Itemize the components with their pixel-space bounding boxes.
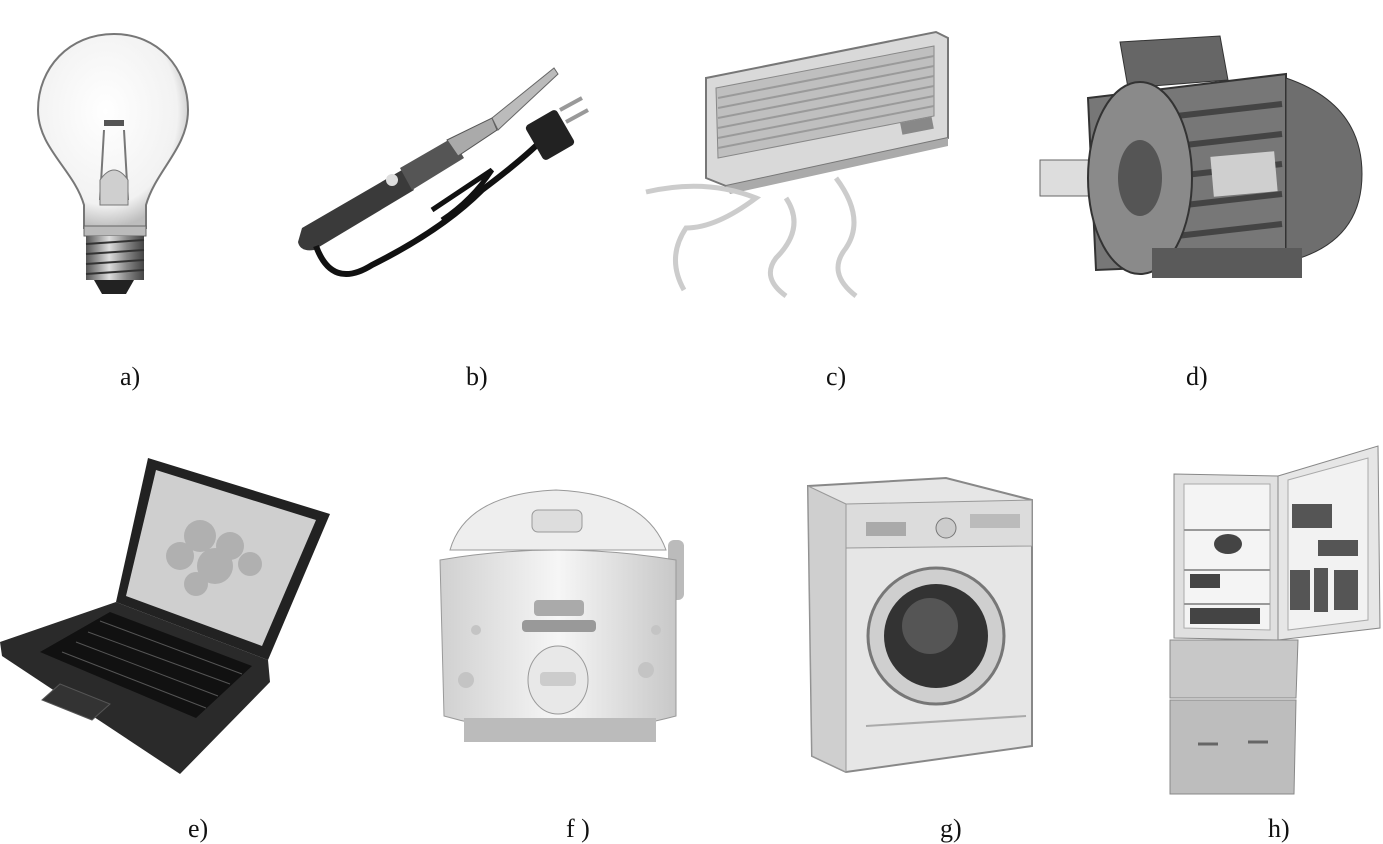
air-conditioner-icon bbox=[645, 30, 949, 299]
soldering-iron-icon bbox=[298, 67, 589, 277]
laptop-icon bbox=[0, 458, 330, 774]
caption-d: d) bbox=[1186, 362, 1208, 391]
refrigerator-icon bbox=[1169, 445, 1381, 795]
rice-cooker-icon bbox=[439, 489, 684, 742]
caption-f: f ) bbox=[566, 814, 590, 843]
caption-b: b) bbox=[466, 362, 488, 391]
caption-a: a) bbox=[120, 362, 141, 391]
caption-c: c) bbox=[826, 362, 847, 391]
electric-motor-icon bbox=[1039, 35, 1363, 278]
caption-h: h) bbox=[1268, 814, 1290, 843]
washing-machine-icon bbox=[806, 476, 1033, 774]
light-bulb-icon bbox=[36, 32, 190, 294]
caption-e: e) bbox=[188, 814, 209, 843]
caption-g: g) bbox=[940, 814, 962, 843]
